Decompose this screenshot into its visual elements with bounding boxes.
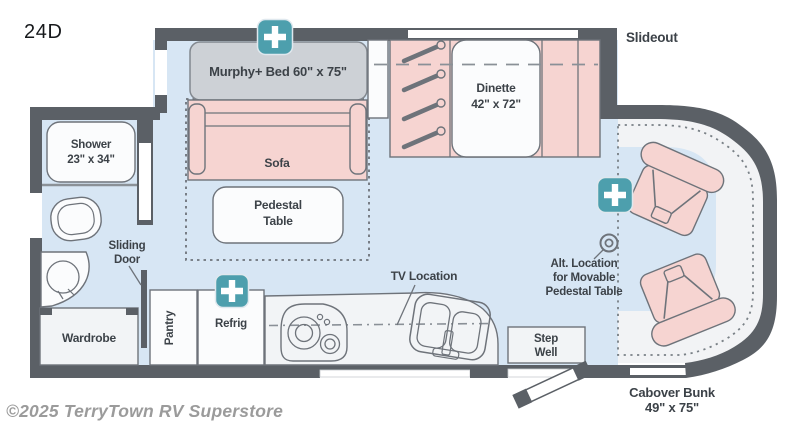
- bathroom-sink: [40, 251, 90, 308]
- step-well: [507, 326, 586, 364]
- shower-label-1: Shower: [71, 139, 112, 151]
- toilet: [50, 196, 102, 242]
- slideout-label: Slideout: [626, 30, 678, 45]
- plus-icon: [214, 273, 250, 309]
- stove: [280, 303, 348, 362]
- dinette-table: [451, 39, 541, 158]
- kitchen-sink: [409, 293, 491, 361]
- exterior-wall-bottom-mid: [470, 365, 508, 378]
- kitchen-window: [319, 369, 471, 378]
- pantry-label: Pantry: [164, 310, 176, 345]
- exterior-wall-rear-top: [30, 107, 160, 120]
- bathroom-door: [139, 143, 151, 220]
- entry-door: [512, 360, 593, 409]
- wardrobe: [39, 307, 139, 366]
- sliding-door-label-1: Sliding: [109, 240, 146, 252]
- alt-table-location-marker: [593, 233, 619, 260]
- exterior-wall-kitchen: [320, 365, 470, 370]
- tv-location-label: TV Location: [391, 269, 457, 283]
- sliding-door-pointer-line: [128, 265, 142, 286]
- sliding-door-label-2: Door: [114, 254, 141, 266]
- step-well-label-1: Step: [534, 333, 558, 345]
- window-front-bottom: [630, 368, 686, 375]
- murphy-bed-label: Murphy+ Bed 60" x 75": [209, 64, 347, 79]
- cabover-bunk-label-2: 49" x 75": [645, 400, 699, 415]
- pedestal-table: [212, 186, 344, 244]
- wardrobe-label: Wardrobe: [62, 331, 116, 345]
- bedside-cabinet: [367, 39, 389, 119]
- pedestal-table-label-2: Table: [263, 214, 293, 228]
- entry-header: [508, 365, 583, 369]
- dinette: [389, 39, 601, 158]
- pedestal-table-label-1: Pedestal: [254, 198, 302, 212]
- kitchen-counter: [264, 291, 499, 366]
- alt-location-label-1: Alt. Location: [550, 258, 617, 270]
- pantry: [149, 289, 198, 366]
- plus-icon: [256, 18, 294, 56]
- step-well-label-2: Well: [535, 347, 558, 359]
- alt-location-label-3: Pedestal Table: [546, 286, 623, 298]
- exterior-wall-bottom-left: [30, 365, 320, 378]
- dinette-label-1: Dinette: [476, 81, 516, 95]
- sofa-label: Sofa: [264, 156, 290, 170]
- window-bath: [30, 193, 42, 238]
- slideout-side-wall: [600, 28, 617, 113]
- slideout-opening: [408, 30, 578, 38]
- shower: [46, 121, 136, 183]
- refrig-label: Refrig: [215, 318, 247, 330]
- plus-icon: [596, 176, 634, 214]
- dinette-label-2: 42" x 72": [471, 97, 521, 111]
- sofa: [187, 99, 368, 181]
- cabover-bunk-outline: [617, 124, 754, 356]
- exterior-wall-rear: [30, 107, 42, 378]
- shower-label-2: 23" x 34": [67, 154, 114, 166]
- model-label: 24D: [24, 21, 63, 43]
- watermark: ©2025 TerryTown RV Superstore: [6, 401, 283, 421]
- counter-centerline: [268, 322, 494, 327]
- cabover-bunk-label-1: Cabover Bunk: [629, 385, 716, 400]
- dinette-bench-mechanism: [401, 40, 446, 150]
- tv-pointer-line: [396, 284, 416, 326]
- window-rear: [155, 50, 167, 95]
- alt-location-label-2: for Movable: [553, 272, 615, 284]
- sliding-door-panel: [141, 270, 147, 348]
